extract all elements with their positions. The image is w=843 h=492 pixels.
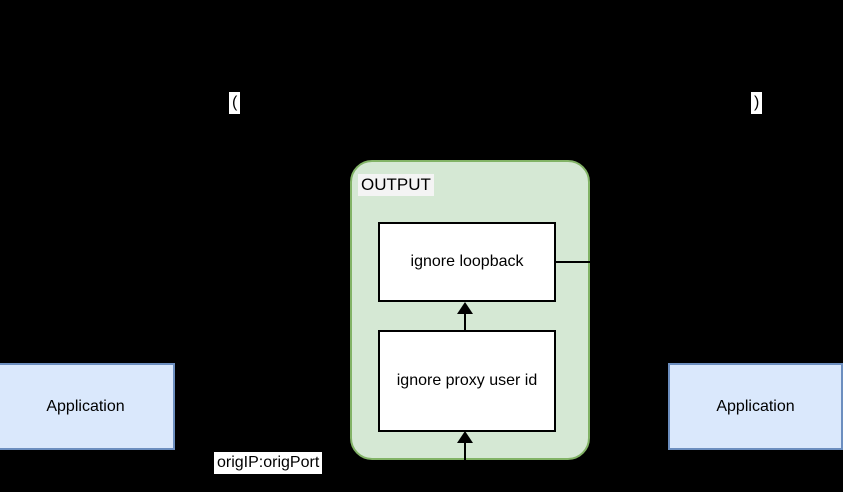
rule-box-ignore-loopback-label: ignore loopback [410,253,524,270]
paren-close-label: ) [751,92,763,114]
output-chain-label: OUTPUT [358,174,434,196]
application-box-left-label: Application [46,397,125,415]
connector-loopback-output [556,261,590,263]
application-box-right-label: Application [716,397,795,415]
arrow-up-icon [457,431,473,443]
rule-box-ignore-proxy-user-id[interactable]: ignore proxy user id [378,330,556,432]
arrow-up-icon [457,302,473,314]
connector-stub-right-application [753,356,755,364]
paren-open-label: ( [229,92,241,114]
application-box-right[interactable]: Application [668,363,843,450]
connector-inbound-to-proxy [464,442,466,492]
rule-box-ignore-loopback[interactable]: ignore loopback [378,222,556,302]
connector-proxy-to-loopback [464,312,466,331]
rule-box-ignore-proxy-user-id-label: ignore proxy user id [396,372,538,389]
application-box-left[interactable]: Application [0,363,175,450]
orig-address-label: origIP:origPort [214,452,323,474]
